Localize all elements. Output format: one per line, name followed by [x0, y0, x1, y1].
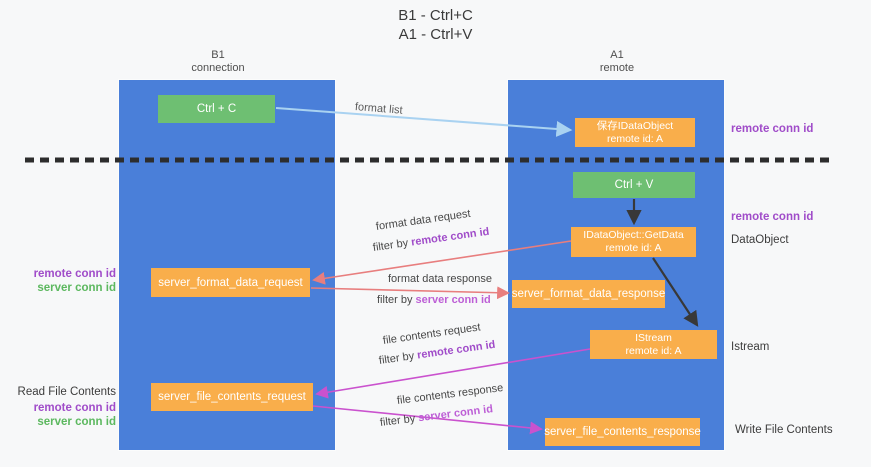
title-line-1: B1 - Ctrl+C — [398, 7, 473, 24]
node-ctrl-c: Ctrl + C — [158, 95, 275, 123]
node-server-format-data-request: server_format_data_request — [151, 268, 310, 297]
left-format-conn-ids: remote conn id server conn id — [10, 267, 116, 295]
filter-by-prefix: filter by — [379, 412, 416, 429]
diagram-title: B1 - Ctrl+C A1 - Ctrl+V — [0, 6, 871, 44]
right-lane-header: A1 remote — [557, 49, 677, 75]
node-idataobject-getdata-line2: remote id: A — [605, 242, 662, 254]
node-save-idataobject-line2: remote id: A — [606, 132, 664, 145]
left-lane-subtitle: connection — [191, 62, 245, 74]
label-server-conn-id-file: server conn id — [37, 416, 116, 428]
label-remote-conn-id-top: remote conn id — [731, 123, 814, 135]
filter-key-server-conn-id: server conn id — [415, 294, 491, 306]
filter-key-remote-conn-id: remote conn id — [410, 225, 491, 249]
format-data-response-arrow — [310, 286, 510, 300]
node-server-format-data-response: server_format_data_response — [512, 280, 665, 308]
title-line-2: A1 - Ctrl+V — [398, 26, 473, 43]
right-lane-subtitle: remote — [599, 62, 635, 74]
filter-key-server-conn-id: server conn id — [417, 403, 494, 425]
node-save-idataobject-line1: 保存IDataObject — [596, 119, 674, 132]
label-remote-conn-id-file: remote conn id — [33, 402, 116, 414]
left-file-conn-ids: remote conn id server conn id — [10, 401, 116, 429]
filter-by-prefix: filter by — [372, 237, 409, 254]
left-lane-header: B1 connection — [158, 49, 278, 75]
label-format-data-response: format data response — [388, 273, 492, 285]
filter-by-prefix: filter by — [377, 294, 413, 306]
node-idataobject-getdata-line1: IDataObject::GetData — [583, 229, 684, 241]
node-idataobject-getdata: IDataObject::GetData remote id: A — [571, 227, 696, 257]
node-istream: IStream remote id: A — [590, 330, 717, 359]
filter-by-prefix: filter by — [378, 350, 415, 367]
label-write-file-contents: Write File Contents — [735, 424, 833, 436]
label-read-file-contents: Read File Contents — [17, 386, 116, 398]
right-lane-title: A1 — [610, 49, 624, 61]
node-server-file-contents-request: server_file_contents_request — [151, 383, 313, 411]
filter-key-remote-conn-id: remote conn id — [416, 338, 497, 362]
label-format-list: format list — [354, 101, 404, 117]
label-format-data-response-filter: filter by server conn id — [377, 294, 491, 306]
label-istream: Istream — [731, 341, 770, 353]
label-server-conn-id-format: server conn id — [37, 282, 116, 294]
label-remote-conn-id-mid: remote conn id — [731, 211, 814, 223]
node-istream-line1: IStream — [635, 331, 672, 344]
label-remote-conn-id-format: remote conn id — [33, 268, 116, 280]
label-file-contents-response-filter: filter by server conn id — [379, 403, 493, 429]
left-lane-title: B1 — [211, 49, 225, 61]
node-ctrl-v: Ctrl + V — [573, 172, 695, 198]
node-istream-line2: remote id: A — [625, 344, 682, 357]
node-server-file-contents-response: server_file_contents_response — [544, 418, 701, 446]
node-save-idataobject: 保存IDataObject remote id: A — [575, 118, 695, 147]
label-dataobject: DataObject — [731, 234, 789, 246]
